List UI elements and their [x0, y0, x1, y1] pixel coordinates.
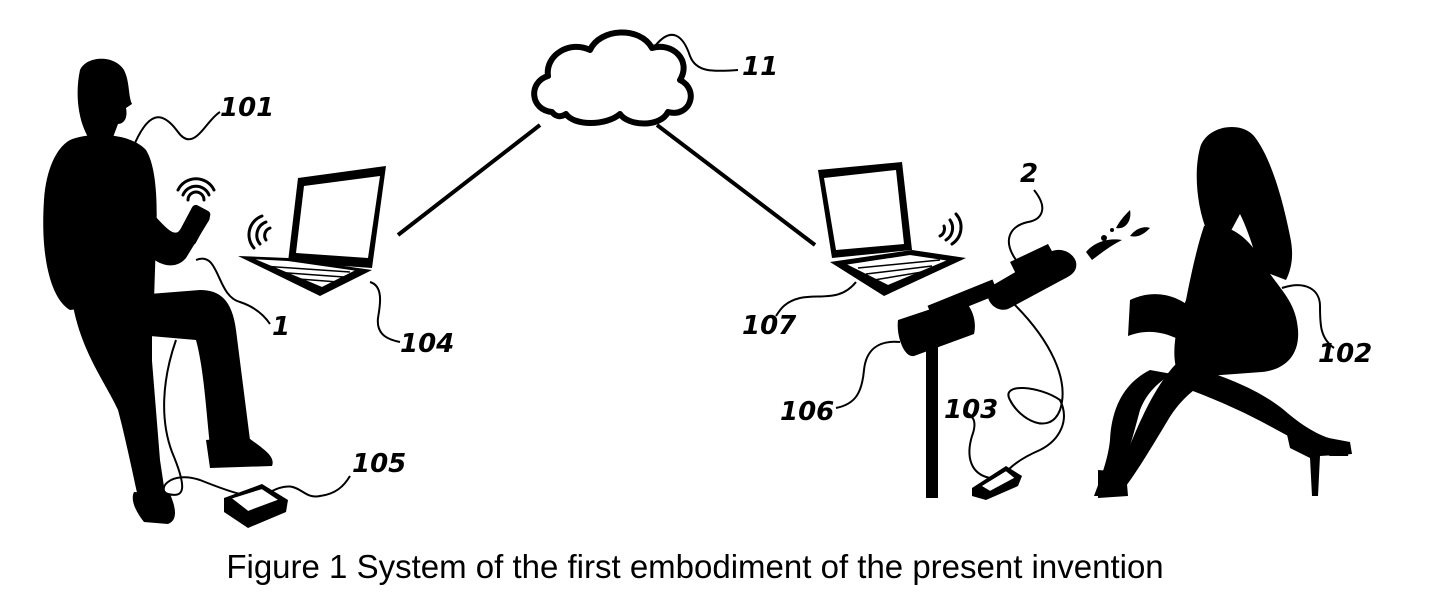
laptop-right-icon — [818, 162, 966, 296]
label-foot-switch-right: 103 — [944, 395, 998, 425]
foot-switch-left — [224, 484, 288, 528]
label-cloud: 11 — [742, 52, 778, 82]
cloud-icon — [531, 29, 694, 127]
female-user-silhouette — [1094, 126, 1352, 498]
leader-foot-switch-right — [965, 411, 991, 479]
leader-controller — [195, 257, 271, 325]
leader-laptop-right — [775, 281, 857, 317]
fluid-drops — [1086, 210, 1150, 260]
wifi-signal-icon — [247, 214, 272, 250]
cable-right — [1007, 303, 1065, 471]
male-user-silhouette — [43, 58, 273, 524]
leader-cloud — [651, 34, 739, 72]
figure-caption: Figure 1 System of the first embodiment … — [226, 548, 1164, 585]
label-female-user: 102 — [1318, 339, 1372, 369]
wifi-signal-icon — [176, 177, 216, 202]
device-icon — [987, 244, 1077, 310]
link-cloud-to-right-laptop — [655, 123, 817, 247]
wifi-signal-icon — [938, 212, 963, 246]
leader-foot-switch-left — [269, 475, 351, 498]
leader-device — [1007, 189, 1044, 261]
label-device: 2 — [1020, 159, 1038, 189]
leader-male-user — [131, 111, 221, 151]
link-left-laptop-to-cloud — [396, 123, 542, 237]
leader-female-user — [1281, 284, 1335, 349]
device-mount — [897, 279, 999, 498]
cable-left — [162, 339, 241, 496]
foot-switch-right — [972, 466, 1022, 500]
label-laptop-right: 107 — [742, 311, 797, 341]
leader-laptop-left — [369, 281, 401, 343]
label-foot-switch-left: 105 — [352, 449, 406, 479]
leader-mount — [835, 340, 901, 409]
label-mount: 106 — [780, 397, 834, 427]
label-male-user: 101 — [220, 93, 274, 123]
label-laptop-left: 104 — [400, 329, 454, 359]
laptop-left-icon — [238, 166, 386, 296]
label-controller: 1 — [272, 312, 290, 342]
